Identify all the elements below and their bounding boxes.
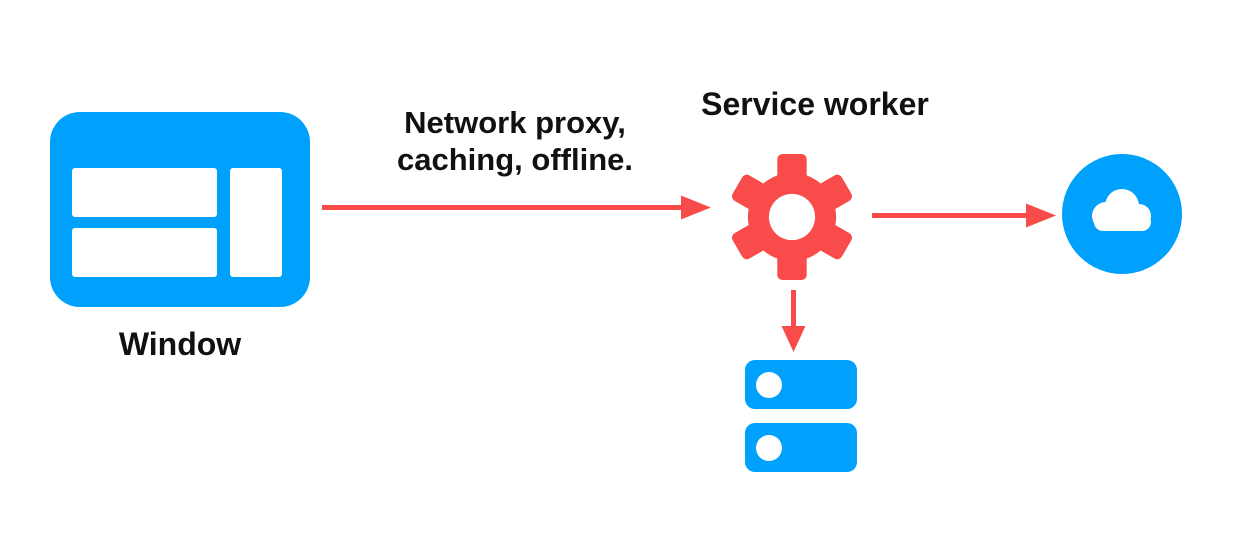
window-label: Window [118,326,242,362]
storage-disk-bottom [745,423,857,472]
window-pane-sidebar [230,168,282,277]
gear-icon [732,154,852,280]
window-pane-bottom [72,228,217,277]
storage-disk-bottom-dot [756,435,782,461]
storage-disk-top [745,360,857,409]
cloud-icon [1062,154,1182,274]
window-pane-top [72,168,217,217]
storage-disk-top-dot [756,372,782,398]
arrow-window-to-service-worker-icon [322,195,711,220]
edge-label-network-proxy: Network proxy, caching, offline. [397,105,633,177]
storage-database-icon [745,360,857,473]
arrow-service-worker-to-storage-icon [781,290,806,352]
browser-window-icon [50,112,310,307]
service-worker-title: Service worker [701,86,929,122]
arrow-service-worker-to-network-icon [872,203,1056,228]
